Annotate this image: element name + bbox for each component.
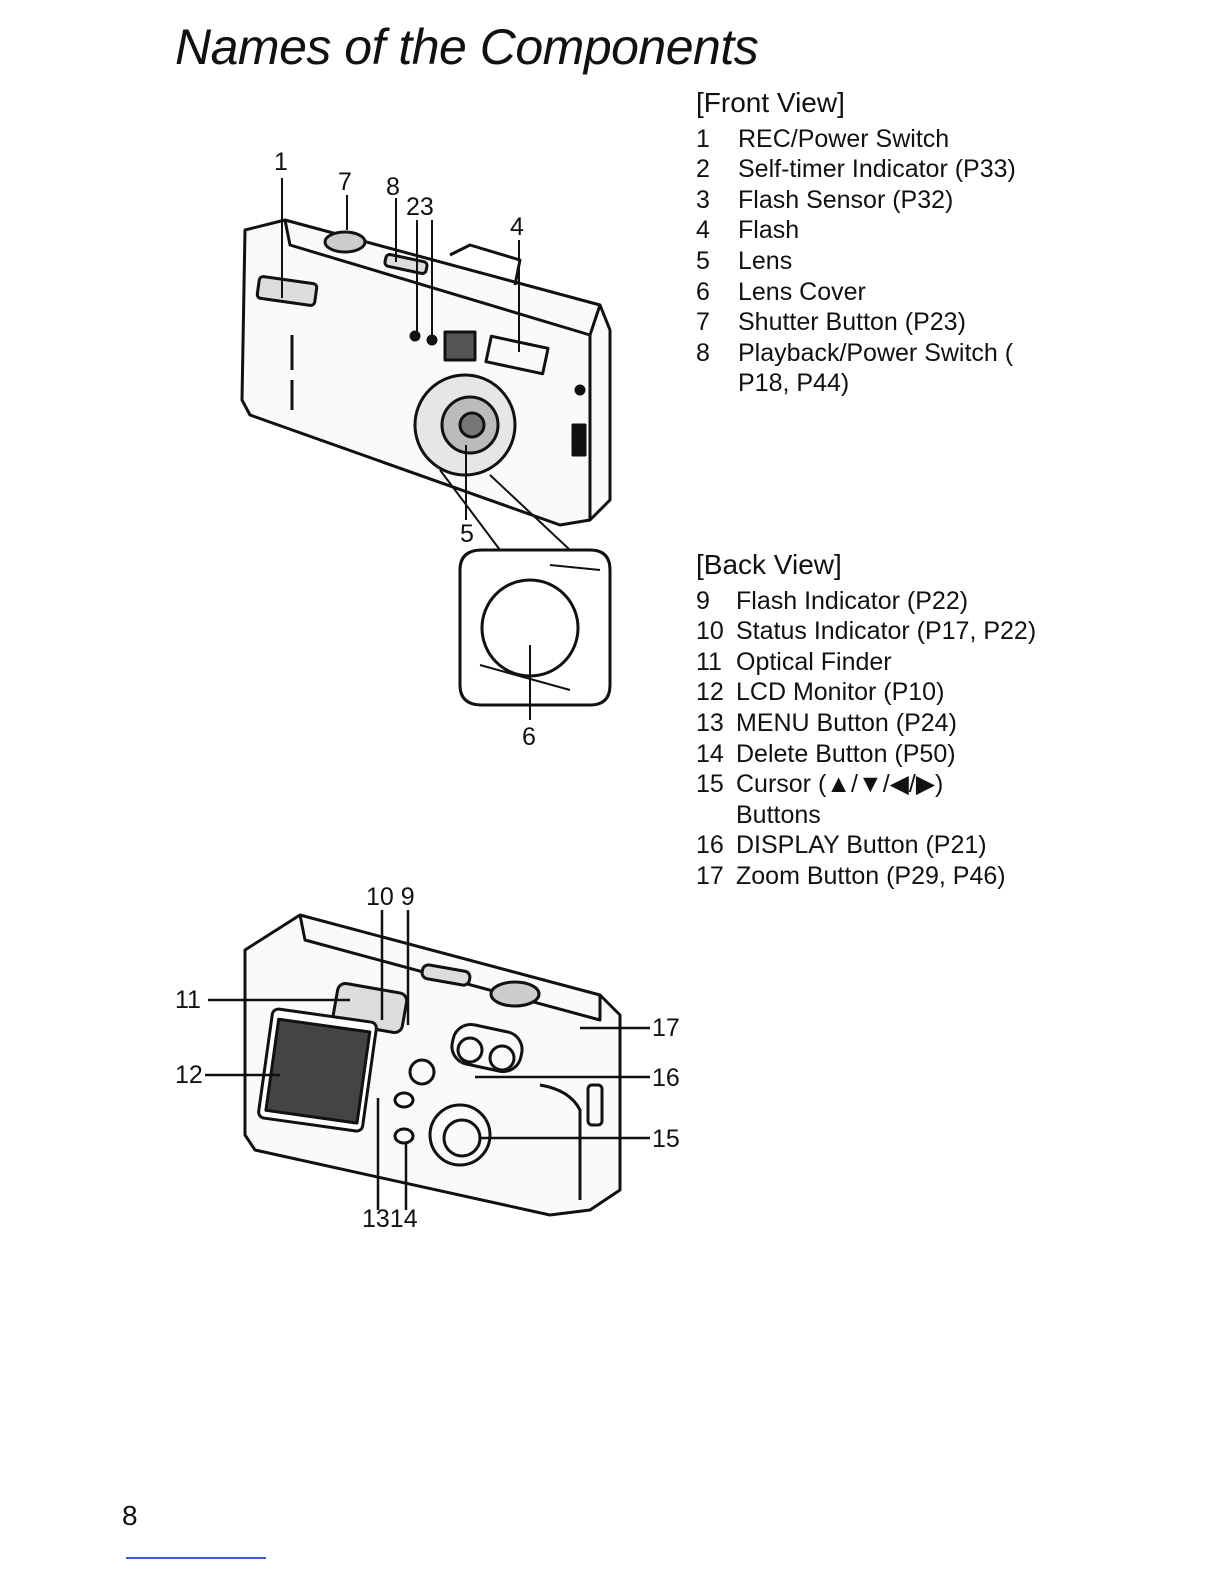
callout-12: 12 (175, 1061, 203, 1089)
item-number: 16 (696, 831, 724, 860)
callout-15: 15 (652, 1125, 680, 1153)
item-number: 12 (696, 678, 724, 707)
list-item: 5 Lens (696, 246, 1056, 277)
page-number: 8 (122, 1500, 138, 1531)
list-item: 16 DISPLAY Button (P21) (696, 830, 1076, 861)
list-item: 4 Flash (696, 215, 1056, 246)
list-item: 7 Shutter Button (P23) (696, 307, 1056, 338)
item-number: 2 (696, 155, 710, 184)
item-number: 6 (696, 277, 710, 306)
callout-1: 1 (274, 148, 288, 176)
lens-cover-inset (458, 548, 612, 707)
item-label: Lens (738, 246, 793, 275)
list-item: 17 Zoom Button (P29, P46) (696, 861, 1076, 892)
footer-rule (126, 1557, 266, 1559)
flash-sensor (426, 334, 438, 346)
list-item: 13 MENU Button (P24) (696, 708, 1076, 739)
item-label: Lens Cover (738, 277, 866, 306)
back-view-heading: [Back View] (696, 549, 842, 580)
callout-17: 17 (652, 1014, 680, 1042)
front-view-list: 1 REC/Power Switch 2 Self-timer Indicator … (696, 124, 1056, 399)
zoom-button (450, 1023, 524, 1073)
item-label: Status Indicator (P17, P22) (736, 617, 1037, 646)
cursor-pad (428, 1103, 492, 1167)
list-item: 3 Flash Sensor (P32) (696, 185, 1056, 216)
front-view-heading: [Front View] (696, 87, 845, 118)
shutter-button (323, 230, 367, 254)
callout-16: 16 (652, 1064, 680, 1092)
callout-6: 6 (522, 723, 536, 751)
callout-4: 4 (510, 213, 524, 241)
item-label: Flash Indicator (P22) (736, 586, 969, 615)
callout-23: 23 (406, 193, 434, 221)
item-label: Cursor (▲/▼/◀/▶) Buttons (736, 770, 944, 829)
item-number: 7 (696, 308, 710, 337)
item-label: Optical Finder (736, 647, 892, 676)
menu-button (393, 1091, 415, 1109)
item-label: DISPLAY Button (P21) (736, 831, 987, 860)
item-label: Flash (738, 216, 800, 245)
item-number: 1 (696, 124, 710, 153)
list-item: 10 Status Indicator (P17, P22) (696, 616, 1076, 647)
front-view-camera-diagram: 1 7 8 23 4 5 6 (240, 148, 612, 751)
list-item: 6 Lens Cover (696, 277, 1056, 308)
item-number: 9 (696, 586, 710, 615)
item-label: Delete Button (P50) (736, 739, 956, 768)
item-label: LCD Monitor (P10) (736, 678, 945, 707)
item-label: Playback/Power Switch ( P18, P44) (738, 338, 1014, 398)
callout-7: 7 (338, 168, 352, 196)
item-number: 14 (696, 739, 724, 768)
item-number: 3 (696, 185, 710, 214)
item-label: REC/Power Switch (738, 124, 950, 153)
callout-5: 5 (460, 520, 474, 548)
item-number: 8 (696, 338, 710, 367)
item-number: 5 (696, 246, 710, 275)
list-item: 11 Optical Finder (696, 647, 1076, 678)
back-view-camera-diagram: 10 9 11 12 17 16 15 1314 (175, 883, 680, 1233)
delete-button (393, 1127, 415, 1145)
item-number: 10 (696, 617, 724, 646)
back-view-legend: [Back View] 9 Flash Indicator (P22) 10 Sta… (696, 548, 1076, 892)
list-item: 9 Flash Indicator (P22) (696, 586, 1076, 617)
item-number: 4 (696, 216, 710, 245)
item-number: 15 (696, 770, 724, 799)
item-label: Shutter Button (P23) (738, 308, 966, 337)
item-label: Flash Sensor (P32) (738, 185, 954, 214)
page-title: Names of the Components (175, 19, 759, 75)
item-label: Self-timer Indicator (P33) (738, 155, 1016, 184)
list-item: 15 Cursor (▲/▼/◀/▶) Buttons (696, 769, 1076, 830)
self-timer-indicator (409, 330, 421, 342)
display-button (408, 1058, 436, 1086)
item-number: 13 (696, 708, 724, 737)
item-label: Zoom Button (P29, P46) (736, 861, 1006, 890)
front-view-legend: [Front View] 1 REC/Power Switch 2 Self-tim… (696, 86, 1056, 399)
item-label: MENU Button (P24) (736, 708, 957, 737)
callout-8: 8 (386, 173, 400, 201)
list-item: 1 REC/Power Switch (696, 124, 1056, 155)
item-number: 11 (696, 647, 722, 676)
item-number: 17 (696, 861, 724, 890)
list-item: 14 Delete Button (P50) (696, 739, 1076, 770)
list-item: 8 Playback/Power Switch ( P18, P44) (696, 338, 1056, 399)
list-item: 2 Self-timer Indicator (P33) (696, 154, 1056, 185)
callout-13-14: 1314 (362, 1205, 418, 1233)
rec-power-switch (255, 275, 319, 307)
list-item: 12 LCD Monitor (P10) (696, 677, 1076, 708)
back-view-list: 9 Flash Indicator (P22) 10 Status Indicato… (696, 586, 1076, 892)
callout-10-9: 10 9 (366, 883, 415, 911)
callout-11: 11 (175, 986, 201, 1014)
